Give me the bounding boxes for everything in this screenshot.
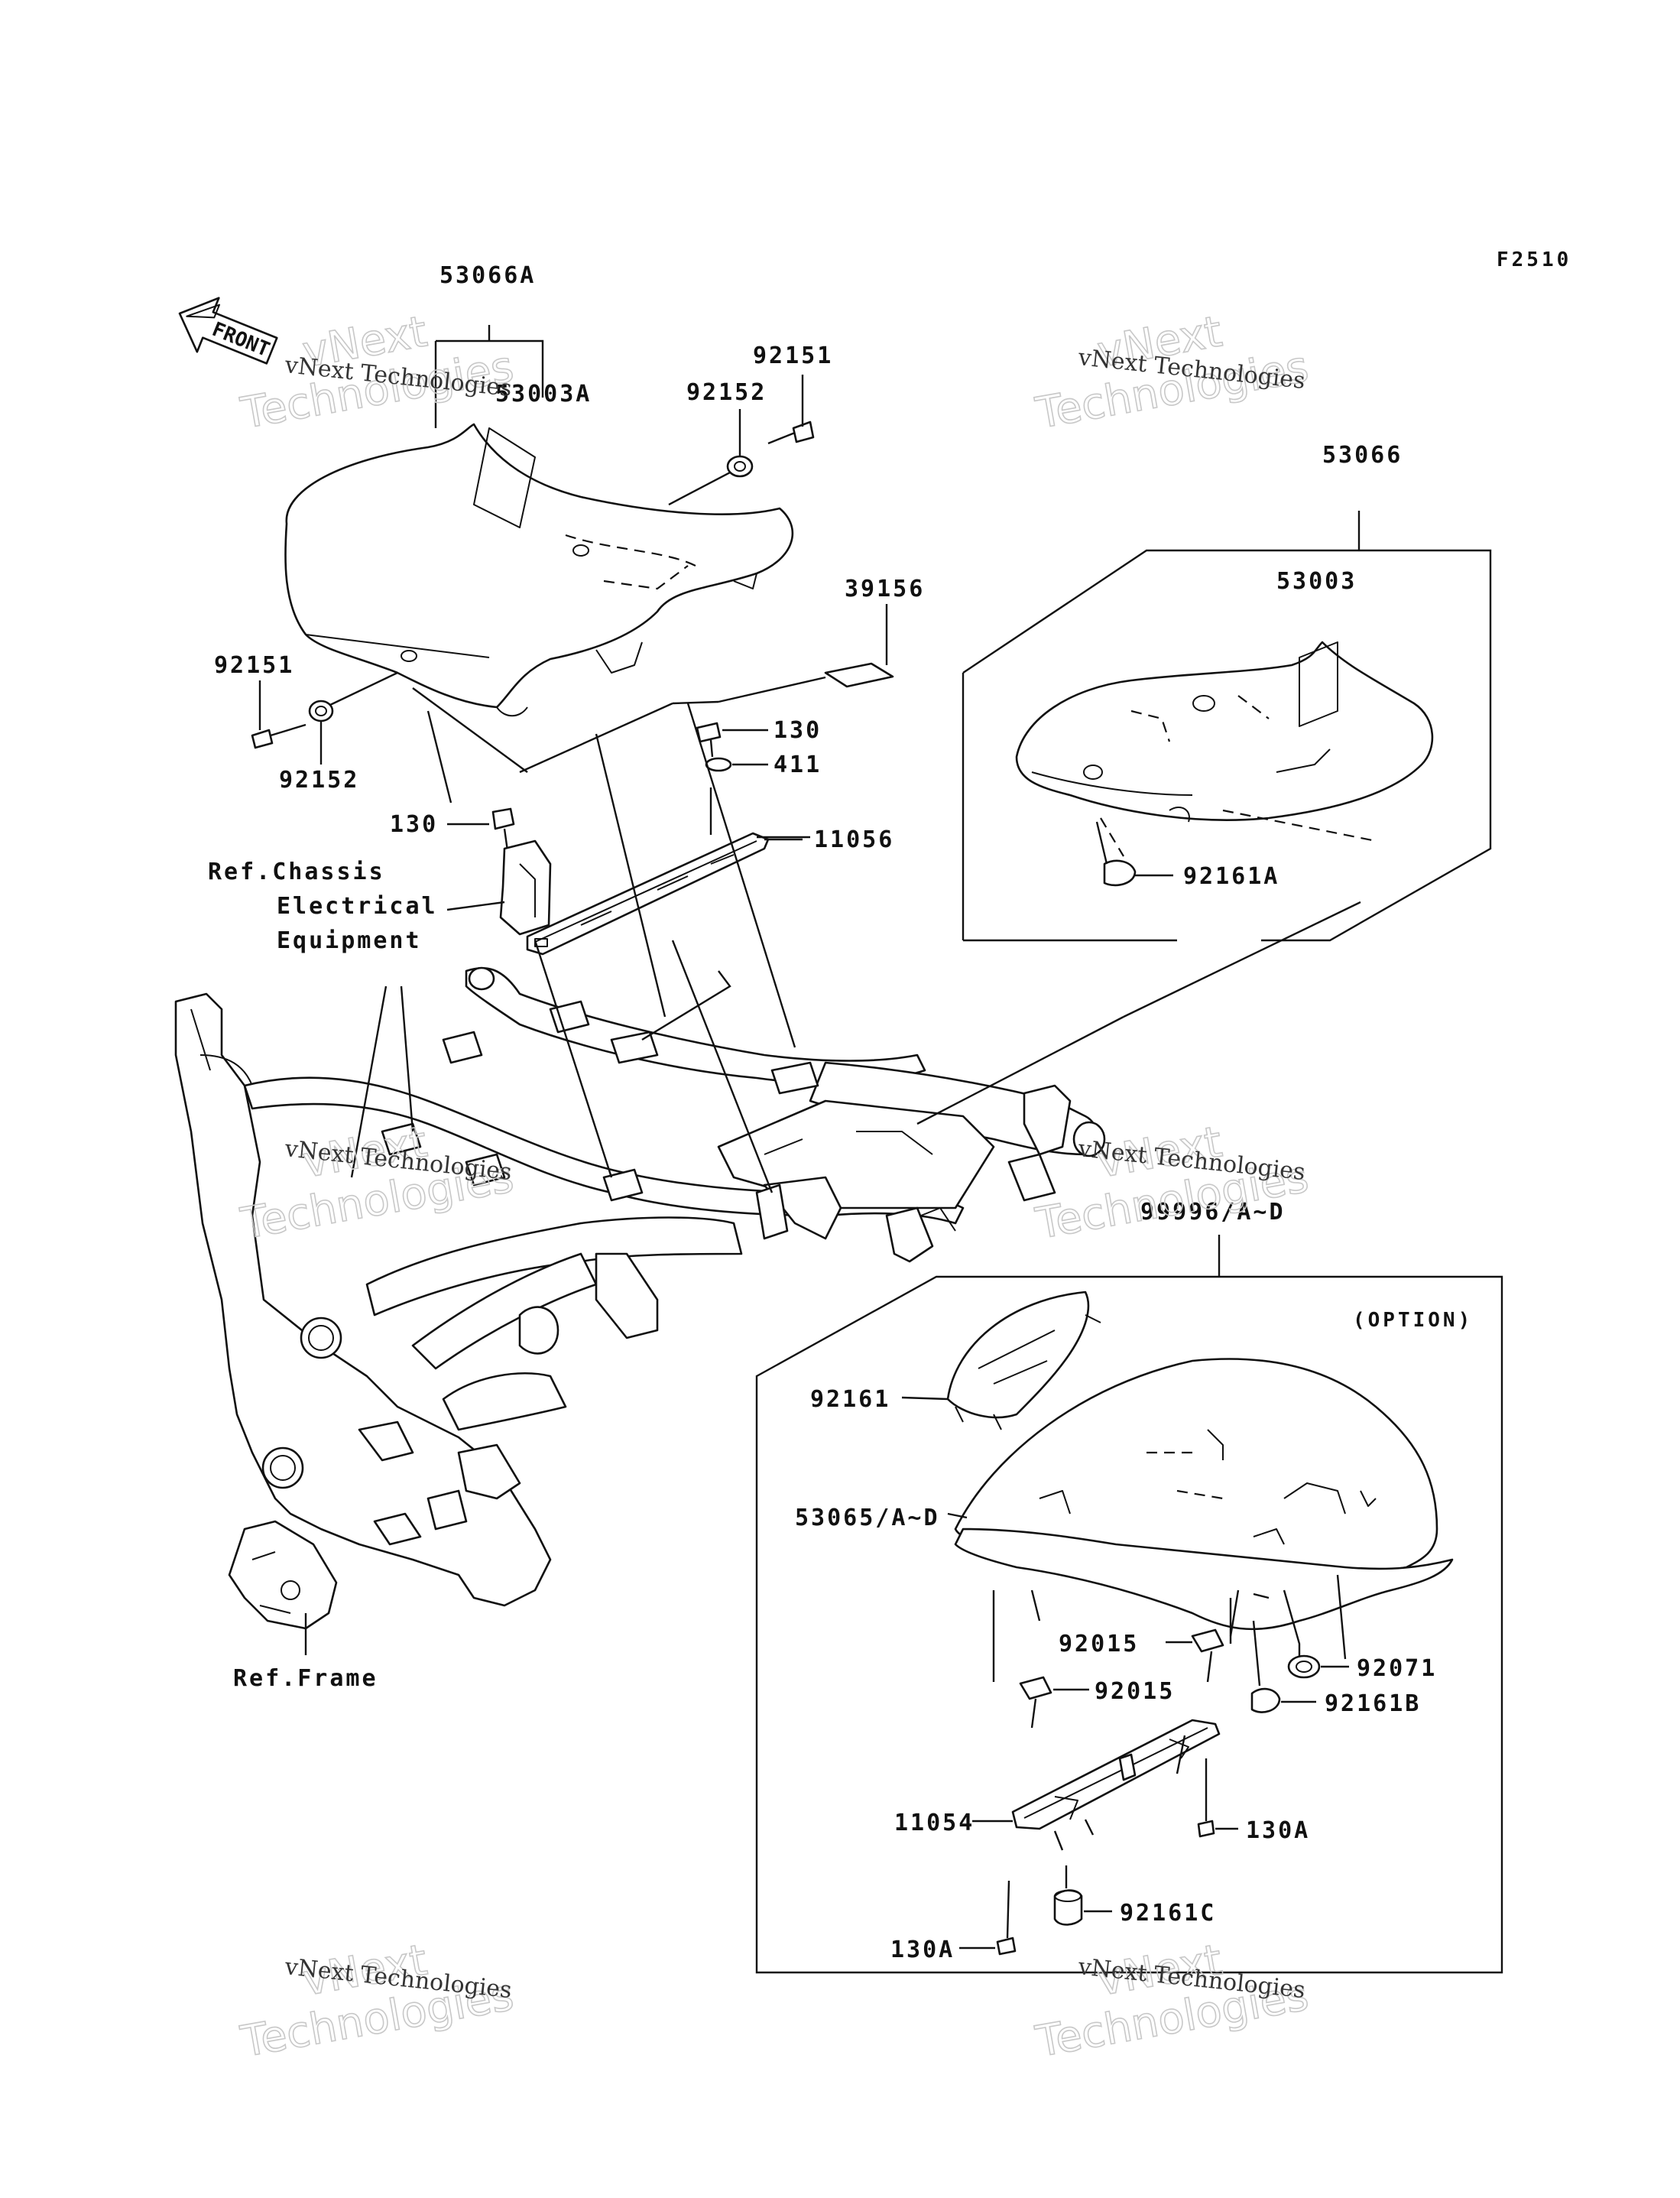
seat-bracket-11056: [526, 787, 810, 956]
collar-92152-left: [308, 671, 398, 765]
callout-130-left: 130: [390, 811, 438, 838]
callout-39156: 39156: [845, 576, 925, 602]
callout-130A-right: 130A: [1246, 1817, 1310, 1844]
callout-53003: 53003: [1276, 568, 1357, 595]
bolt-92151-left: [251, 680, 306, 749]
callout-53066A: 53066A: [439, 262, 536, 289]
callout-92015-upper: 92015: [1059, 1631, 1139, 1657]
callout-92071: 92071: [1357, 1655, 1437, 1682]
option-label: (OPTION): [1353, 1309, 1473, 1332]
callout-92152-left: 92152: [279, 767, 359, 794]
watermark-top-right: vNext Technologies vNext Technologies: [1031, 307, 1312, 440]
callout-53066: 53066: [1322, 442, 1403, 469]
callout-92151-left: 92151: [214, 652, 294, 679]
bolt-130-left: [447, 807, 515, 857]
callout-130-right: 130: [774, 717, 822, 744]
ref-chassis-line3: Equipment: [277, 927, 422, 954]
chassis-bracket: [446, 839, 552, 936]
bolt-130-right: [696, 722, 768, 758]
callout-130A-left: 130A: [890, 1937, 955, 1963]
callout-92151-top: 92151: [753, 343, 833, 369]
watermark-top-left: vNext Technologies vNext Technologies: [236, 307, 517, 440]
collar-92152-top: [668, 409, 754, 506]
front-seat-assembly: [284, 325, 793, 717]
watermark-mid-right: vNext Technologies vNext Technologies: [1031, 1117, 1312, 1250]
callout-53065: 53065/A~D: [795, 1505, 940, 1531]
option-cowl-box: [755, 1235, 1503, 1974]
callout-92161A: 92161A: [1183, 863, 1279, 890]
callout-11056: 11056: [814, 826, 894, 853]
callout-92015-lower: 92015: [1095, 1678, 1175, 1705]
callout-411: 411: [774, 752, 822, 778]
callout-99996: 99996/A~D: [1140, 1199, 1286, 1226]
ref-chassis-line1: Ref.Chassis: [208, 859, 385, 885]
callout-92161: 92161: [810, 1386, 890, 1413]
ref-chassis-line2: Electrical: [277, 893, 438, 920]
ref-frame: Ref.Frame: [233, 1665, 378, 1692]
pad-39156: [718, 604, 894, 703]
callout-92161B: 92161B: [1325, 1690, 1421, 1717]
motorcycle-frame: [174, 966, 1106, 1655]
rear-seat-assembly-box: [962, 511, 1492, 942]
callout-92161C: 92161C: [1120, 1900, 1216, 1927]
callout-11054: 11054: [894, 1810, 975, 1836]
diagram-code: F2510: [1497, 248, 1571, 271]
washer-411: [705, 757, 768, 772]
watermark-bottom-right: vNext Technologies vNext Technologies: [1031, 1935, 1312, 2068]
front-arrow-icon: FRONT: [178, 297, 278, 365]
bolt-92151-top: [767, 375, 815, 445]
callout-92152-top: 92152: [686, 379, 767, 406]
watermark-bottom-left: vNext Technologies vNext Technologies: [236, 1935, 517, 2068]
callout-53003A: 53003A: [495, 381, 592, 407]
